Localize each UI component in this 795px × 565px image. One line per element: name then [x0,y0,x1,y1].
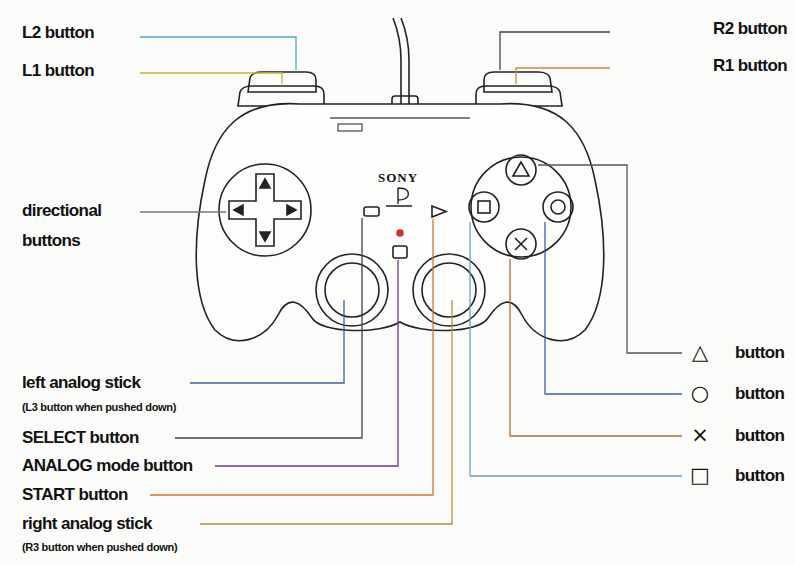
controller-outline [196,18,604,341]
r1-shoulder [476,86,562,106]
leader-line [150,219,433,495]
part-label: L1 button [22,62,94,81]
part-label: button [735,427,784,446]
part-label: button [735,385,784,404]
note-label: (R3 button when pushed down) [22,541,177,553]
leader-line [215,260,398,466]
controller-body [196,104,604,341]
right-stick-well [413,254,485,326]
button-symbol: △ [692,341,708,364]
analog-key [393,246,407,258]
button-symbol: × [691,424,709,447]
leader-line [545,222,682,394]
cross-mark [515,238,527,250]
part-label: ANALOG mode button [22,457,193,476]
ps-logo [386,188,412,206]
leader-line [510,259,682,436]
model-plate [338,124,362,131]
circle-mark [551,200,565,214]
leader-line [538,165,682,353]
cable [393,18,409,104]
cross-face-button [506,229,536,259]
dpad-well [219,164,311,256]
leader-line [140,73,282,84]
start-key [432,206,446,217]
part-label: right analog stick [22,515,152,534]
part-label: R1 button [713,57,787,76]
leader-line [516,68,610,84]
leader-line [190,300,344,383]
directional-pad [229,174,301,246]
part-label: START button [22,486,128,505]
dpad-arrows [234,179,296,241]
part-label: SELECT button [22,429,139,448]
circle-face-button [543,192,573,222]
leader-line [175,218,362,438]
leader-line [500,32,610,70]
face-button-well [471,157,571,257]
select-key [364,207,379,216]
part-label: directional buttons [22,196,127,256]
brand-mark: SONY [378,171,418,185]
leader-lines [140,32,682,524]
left-stick-well [316,254,388,326]
part-label: button [735,344,784,363]
left-analog-stick [325,263,379,317]
square-face-button [469,192,499,222]
right-analog-stick [422,263,476,317]
button-symbol: ○ [691,382,709,405]
note-label: (L3 button when pushed down) [22,401,176,413]
body-seam [330,117,470,119]
part-label: R2 button [713,20,787,39]
triangle-face-button [506,155,536,185]
leader-line [140,37,296,70]
part-label: button [735,467,784,486]
square-mark [478,201,490,213]
part-label: left analog stick [22,374,140,393]
r2-shoulder [484,72,552,92]
leader-line [200,300,452,524]
button-symbol: □ [690,464,710,487]
leader-line [140,211,226,212]
leader-line [470,222,682,476]
part-label: L2 button [22,24,94,43]
triangle-mark [513,162,529,176]
l1-shoulder [238,86,324,106]
analog-led [397,230,403,236]
